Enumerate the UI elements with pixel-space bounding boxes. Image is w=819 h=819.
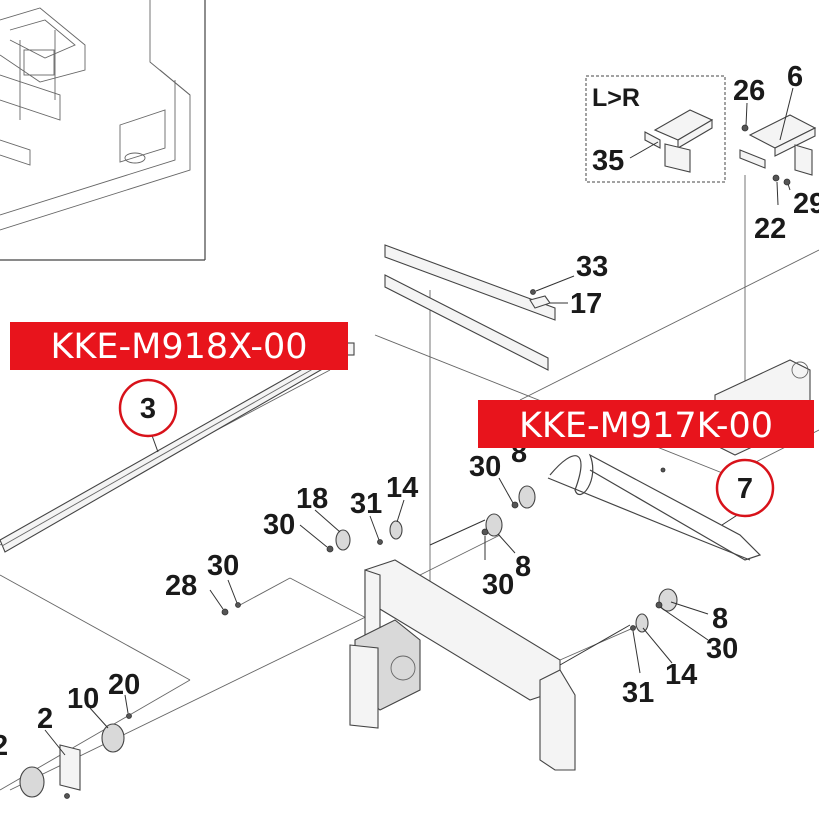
callout-2a: 2 (37, 703, 53, 735)
callout-labels: 26 6 35 29 22 33 17 30 8 18 31 14 30 30 … (0, 61, 819, 762)
callout-31a: 31 (350, 488, 382, 520)
part-number-label-m918x: KKE-M918X-00 (10, 322, 348, 370)
callout-8c: 8 (712, 603, 728, 635)
shaft-3 (0, 342, 355, 553)
main-frame (349, 519, 631, 771)
callout-14a: 14 (386, 472, 418, 504)
bracket-6 (739, 114, 817, 186)
callout-35: 35 (592, 145, 624, 177)
callout-18: 18 (296, 483, 328, 515)
belt-7 (547, 453, 762, 561)
lr-inset: L>R (585, 75, 726, 183)
callout-8b: 8 (515, 551, 531, 583)
callout-leaders (44, 87, 794, 756)
callout-2b: 2 (0, 730, 8, 762)
callout-30d: 30 (207, 550, 239, 582)
lr-label: L>R (592, 84, 640, 112)
callout-20: 20 (108, 669, 140, 701)
circled-callout-7-text: 7 (737, 473, 753, 505)
rails (384, 244, 556, 371)
callout-30a: 30 (469, 451, 501, 483)
part-number-m917k: KKE-M917K-00 (519, 406, 773, 446)
callout-14b: 14 (665, 659, 697, 691)
callout-30c: 30 (482, 569, 514, 601)
pulleys (19, 467, 678, 799)
machine-inset (0, 0, 206, 261)
circled-callout-7: 7 (715, 458, 775, 518)
callout-33: 33 (576, 251, 608, 283)
callout-28: 28 (165, 570, 197, 602)
callout-31b: 31 (622, 677, 654, 709)
callout-26: 26 (733, 75, 765, 107)
callout-29: 29 (793, 188, 819, 220)
circled-callout-3: 3 (118, 378, 178, 438)
circled-callout-3-text: 3 (140, 393, 156, 425)
callout-30e: 30 (706, 633, 738, 665)
callout-22: 22 (754, 213, 786, 245)
part-number-m918x: KKE-M918X-00 (50, 327, 307, 367)
callout-30b: 30 (263, 509, 295, 541)
part-number-label-m917k: KKE-M917K-00 (478, 400, 814, 448)
callout-6: 6 (787, 61, 803, 93)
callout-17: 17 (570, 288, 602, 320)
callout-10: 10 (67, 683, 99, 715)
